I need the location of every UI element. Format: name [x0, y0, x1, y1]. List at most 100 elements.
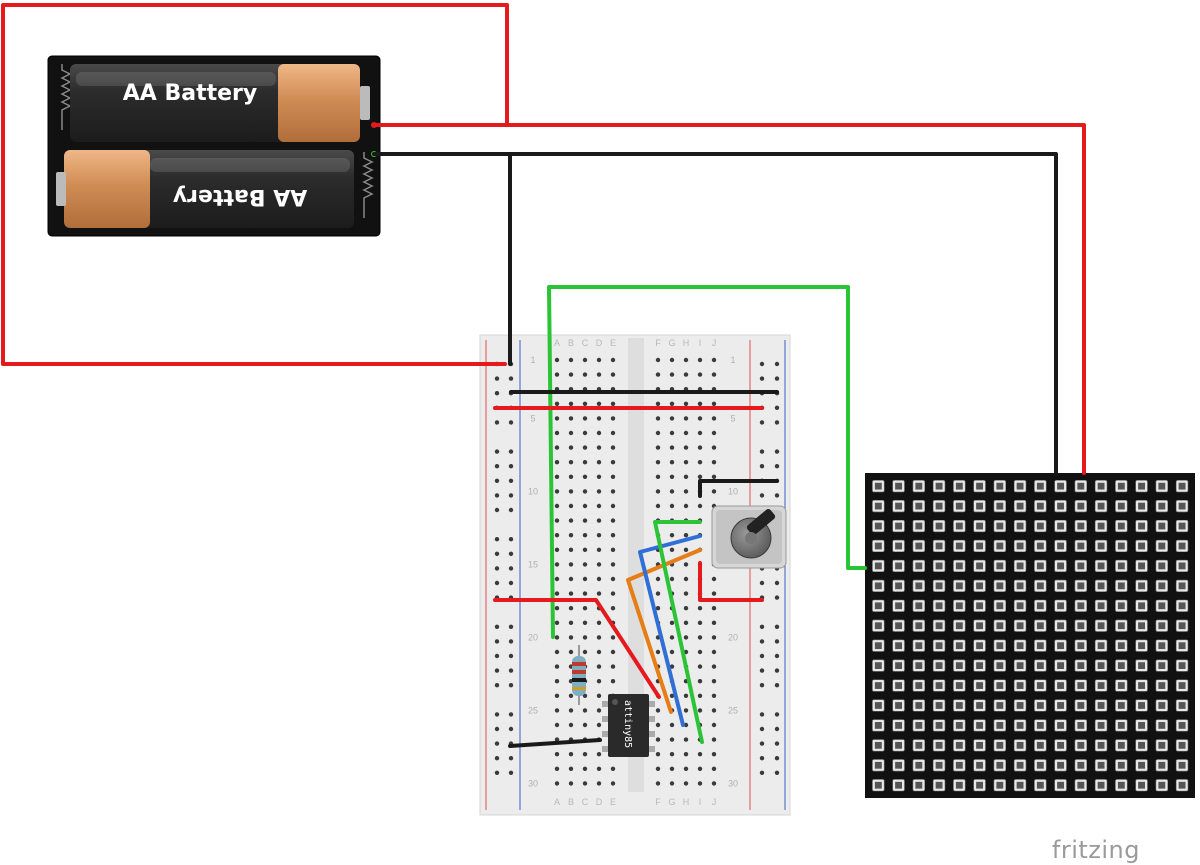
breadboard-column-label: H [683, 338, 690, 348]
breadboard-hole [554, 591, 560, 596]
led-pixel-core [1097, 622, 1105, 630]
led-pixel-core [1036, 682, 1044, 689]
breadboard-hole [596, 533, 602, 538]
led-pixel-core [1077, 642, 1085, 650]
led-pixel-core [895, 741, 903, 749]
led-pixel-core [1117, 702, 1125, 709]
breadboard-hole [655, 489, 661, 494]
breadboard-rail-hole [508, 551, 514, 556]
led-pixel-core [915, 522, 923, 530]
breadboard-hole [554, 693, 560, 698]
breadboard-hole [554, 547, 560, 552]
breadboard-column-label: D [596, 797, 603, 807]
breadboard-hole [669, 474, 675, 479]
led-pixel-core [1158, 682, 1166, 689]
breadboard-hole [697, 781, 703, 786]
led-pixel-core [895, 582, 903, 590]
breadboard-hole [683, 503, 689, 509]
breadboard-rail-hole [494, 770, 500, 775]
breadboard-rail-hole [774, 464, 780, 469]
led-pixel-core [1117, 622, 1125, 630]
breadboard-hole [596, 781, 602, 786]
led-pixel-core [1138, 582, 1146, 590]
led-pixel-core [1158, 761, 1166, 769]
breadboard-hole [596, 416, 602, 421]
led-pixel-core [1057, 622, 1065, 630]
breadboard-hole [582, 635, 588, 640]
led-pixel-core [1097, 702, 1105, 709]
led-pixel-core [1178, 602, 1186, 610]
breadboard-rail-hole [508, 756, 514, 761]
breadboard-hole [582, 460, 588, 465]
breadboard-hole [596, 693, 602, 698]
breadboard-row-number: 1 [730, 355, 735, 365]
led-pixel-core [976, 722, 984, 729]
led-pixel-core [874, 682, 882, 689]
led-pixel-core [1077, 662, 1085, 669]
led-pixel-core [1138, 622, 1146, 630]
breadboard-hole [610, 416, 616, 421]
led-pixel-core [955, 602, 963, 610]
breadboard-rail-hole [774, 376, 780, 381]
breadboard-rail-hole [494, 756, 500, 761]
led-pixel-core [935, 662, 943, 669]
breadboard-hole [610, 503, 616, 509]
led-pixel-core [1117, 602, 1125, 610]
breadboard-rail-hole [508, 478, 514, 483]
led-pixel-core [996, 702, 1004, 709]
breadboard-rail-hole [759, 639, 765, 644]
breadboard-column-label: C [582, 797, 589, 807]
breadboard-hole [683, 606, 689, 611]
led-pixel-core [1016, 781, 1024, 789]
breadboard-hole [697, 606, 703, 611]
breadboard-hole [669, 372, 675, 377]
led-pixel-core [1016, 662, 1024, 669]
led-pixel-core [1077, 542, 1085, 550]
led-pixel-core [955, 662, 963, 669]
breadboard-hole [610, 562, 616, 567]
breadboard-hole [683, 489, 689, 494]
led-pixel-core [1158, 502, 1166, 510]
led-pixel-core [1158, 482, 1166, 490]
wire-blue [638, 534, 702, 727]
breadboard-hole [711, 679, 717, 684]
led-pixel-core [1016, 761, 1024, 769]
led-pixel-core [1138, 662, 1146, 669]
led-pixel-core [1057, 741, 1065, 749]
breadboard-hole [669, 489, 675, 494]
breadboard-hole [669, 737, 675, 742]
led-pixel-core [1178, 702, 1186, 709]
led-pixel-core [1077, 562, 1085, 570]
breadboard-rail-hole [508, 624, 514, 629]
led-pixel-core [1057, 602, 1065, 610]
breadboard-row-number: 25 [528, 705, 538, 715]
breadboard-hole [582, 591, 588, 596]
led-pixel-core [915, 542, 923, 550]
breadboard-rail-hole [494, 376, 500, 381]
breadboard-column-label: J [712, 338, 717, 348]
breadboard-rail-hole [774, 624, 780, 629]
breadboard-rail-hole [494, 580, 500, 586]
led-pixel-core [1097, 761, 1105, 769]
led-pixel-core [1036, 781, 1044, 789]
led-pixel-core [1036, 602, 1044, 610]
breadboard-hole [669, 664, 675, 669]
breadboard-hole [610, 766, 616, 771]
breadboard-hole [582, 781, 588, 786]
led-pixel-core [1016, 502, 1024, 510]
breadboard-hole [596, 562, 602, 567]
breadboard-rail-hole [508, 566, 514, 571]
breadboard-rail-hole [759, 624, 765, 629]
led-pixel-core [976, 522, 984, 530]
led-pixel-core [895, 542, 903, 550]
led-pixel-core [976, 781, 984, 789]
breadboard-hole [596, 474, 602, 479]
breadboard-hole [683, 474, 689, 479]
breadboard-hole [610, 591, 616, 596]
led-pixel-core [1158, 602, 1166, 610]
led-pixel-core [955, 562, 963, 570]
led-pixel-core [1158, 522, 1166, 530]
breadboard-hole [683, 591, 689, 596]
breadboard-hole [711, 635, 717, 640]
led-pixel-core [1036, 662, 1044, 669]
